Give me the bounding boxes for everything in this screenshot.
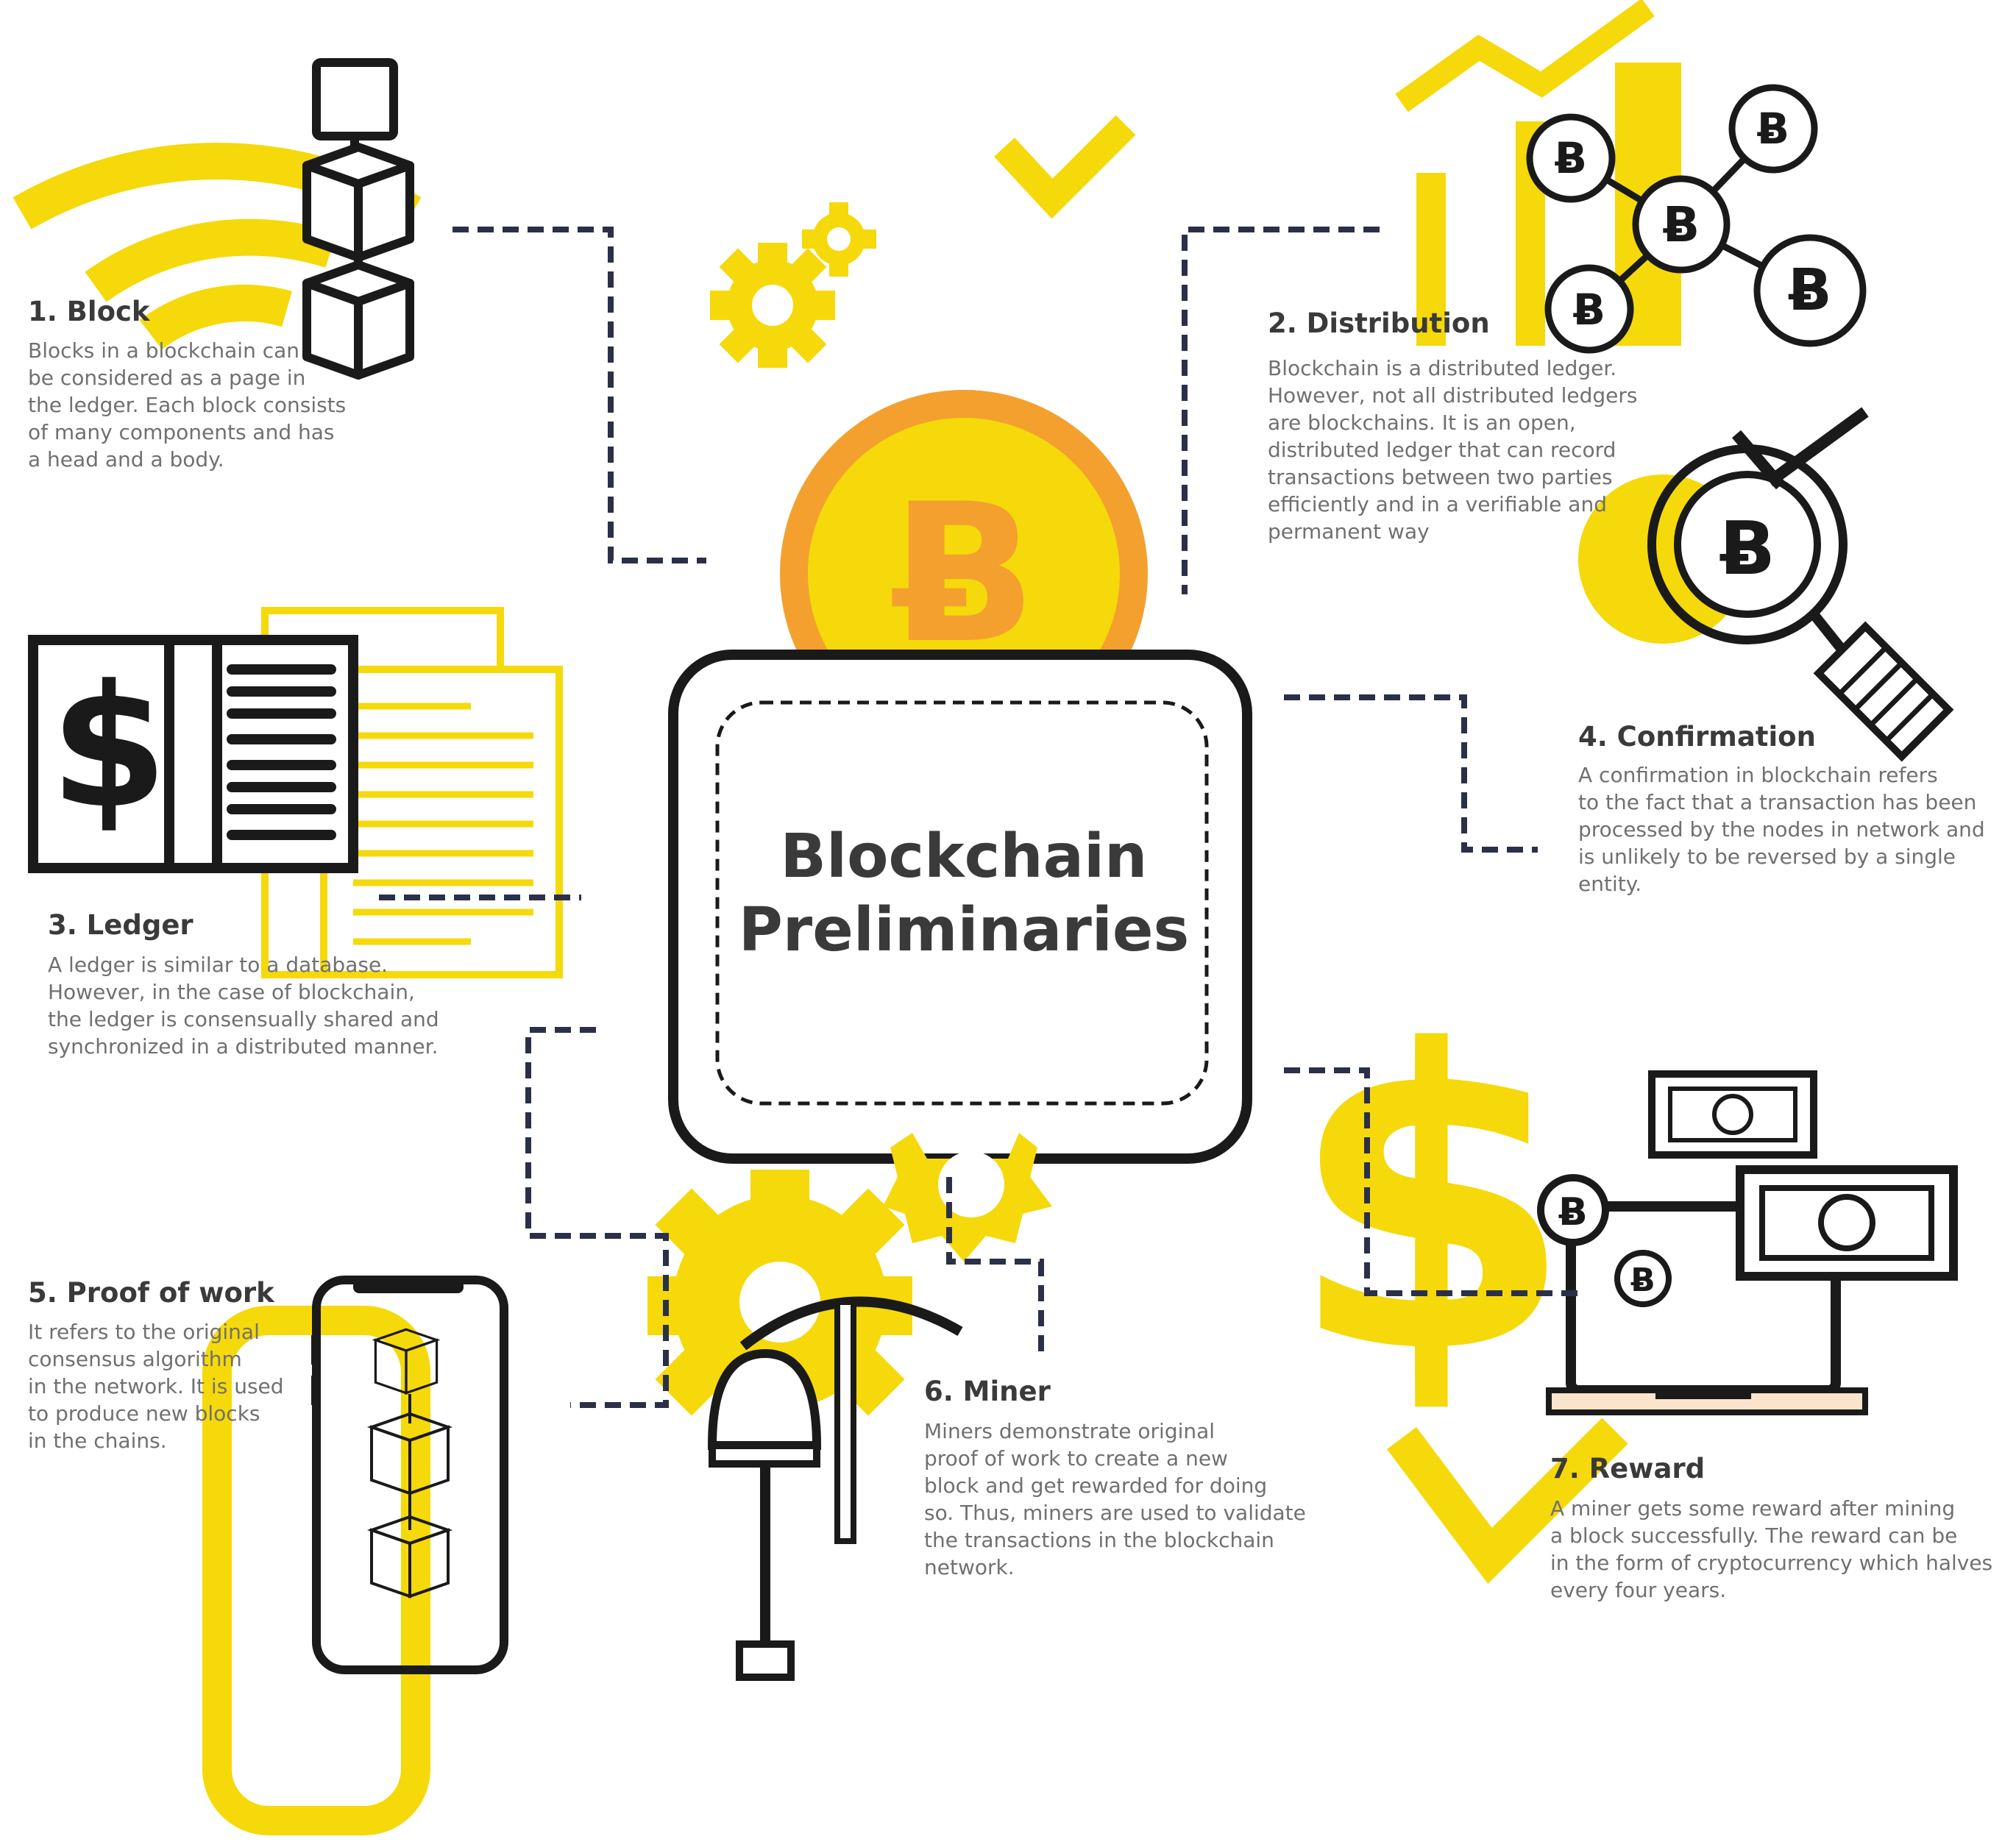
section-title-miner: 6. Miner — [924, 1376, 1051, 1407]
dashed-connectors — [379, 227, 1578, 1408]
section-title-reward: 7. Reward — [1550, 1453, 1706, 1484]
connector-block — [452, 227, 706, 563]
section-body-proof-of-work: It refers to the original consensus algo… — [28, 1320, 284, 1453]
bitcoin-icon: Ƀ — [1788, 257, 1831, 324]
dollar-icon: $ — [50, 650, 168, 846]
blockchain-cubes-icon — [307, 58, 410, 375]
bitcoin-icon: Ƀ — [1719, 505, 1775, 591]
laptop-money-icon: Ƀ Ƀ — [1537, 1070, 1958, 1415]
smartphone-icon — [311, 1276, 508, 1674]
bitcoin-icon: Ƀ — [1555, 133, 1587, 183]
section-title-ledger: 3. Ledger — [48, 909, 194, 941]
connector-reward — [1284, 1067, 1578, 1296]
ledger-documents-icon: $ — [28, 607, 563, 978]
bitcoin-icon: Ƀ — [1663, 196, 1700, 253]
blocks-icon — [370, 1328, 450, 1598]
gears-icon — [710, 202, 876, 368]
section-body-confirmation: A confirmation in blockchain refers to t… — [1578, 763, 1985, 896]
section-title-confirmation: 4. Confirmation — [1578, 721, 1816, 753]
svg-text:$: $ — [1288, 964, 1575, 1444]
section-title-proof-of-work: 5. Proof of work — [28, 1277, 274, 1309]
check-mark-icon — [994, 115, 1136, 219]
section-body-ledger: A ledger is similar to a database. Howev… — [48, 953, 439, 1059]
bitcoin-network-icon: Ƀ Ƀ Ƀ Ƀ Ƀ — [1526, 84, 1867, 354]
section-body-miner: Miners demonstrate original proof of wor… — [924, 1419, 1306, 1579]
bitcoin-icon: Ƀ — [891, 463, 1037, 686]
connector-proof-of-work — [525, 1027, 669, 1408]
section-title-block: 1. Block — [28, 296, 150, 327]
connector-miner — [946, 1177, 1044, 1354]
connector-confirmation — [1284, 694, 1538, 853]
pickaxe-shovel-icon — [707, 1296, 963, 1681]
bitcoin-icon: Ƀ — [1630, 1262, 1655, 1299]
section-body-block: Blocks in a blockchain can be considered… — [28, 338, 347, 472]
section-body-distribution: Blockchain is a distributed ledger. Howe… — [1268, 356, 1638, 544]
yellow-dollar-check-decoration: $ — [1288, 964, 1628, 1585]
bitcoin-icon: Ƀ — [1757, 104, 1789, 154]
section-title-distribution: 2. Distribution — [1268, 307, 1490, 339]
connector-distribution — [1182, 227, 1380, 594]
center-inner-dashed-box — [715, 700, 1209, 1106]
bitcoin-icon: Ƀ — [1573, 285, 1605, 335]
center-title: Blockchain Preliminaries — [738, 822, 1190, 965]
section-body-reward: A miner gets some reward after mining a … — [1550, 1496, 1993, 1602]
bitcoin-icon: Ƀ — [1558, 1190, 1588, 1234]
magnifier-bitcoin-icon: Ƀ — [1578, 407, 1954, 762]
